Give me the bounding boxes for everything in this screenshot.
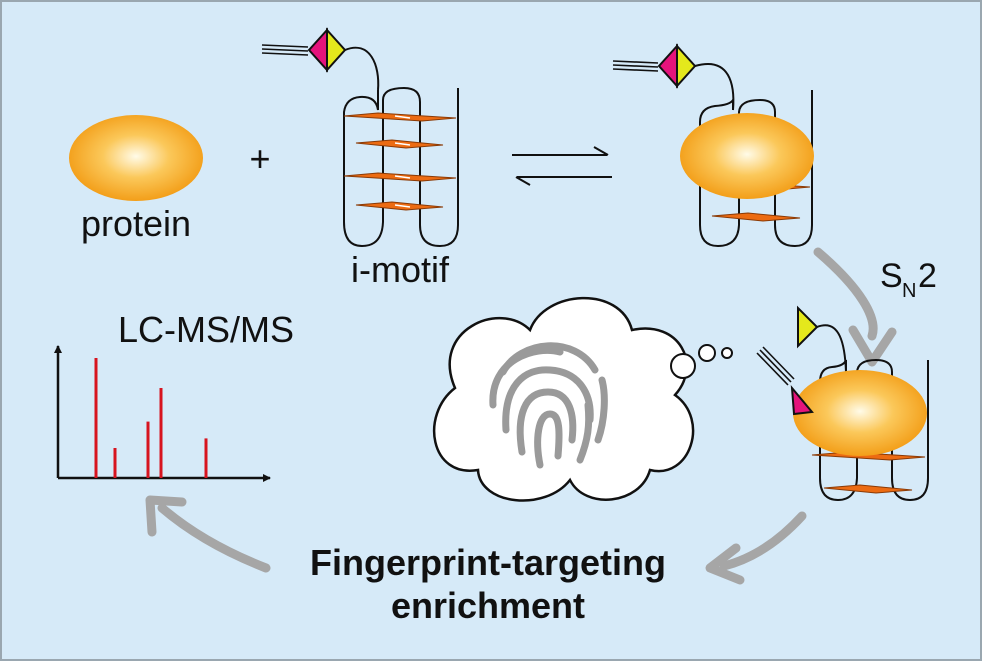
spectrum-peaks [94,358,208,478]
protein-imotif-complex [612,43,814,248]
i-motif-probe [261,27,459,248]
enrichment-arrow [705,511,807,585]
alkyne-icon [261,44,309,56]
released-yellow-tag [797,305,819,349]
protein-label: protein [81,203,191,244]
sn2-arrow [813,247,897,367]
tag-yellow-half [326,27,347,73]
svg-text:N: N [902,280,916,302]
dna-strand [382,86,459,248]
free-protein [69,115,203,201]
lcms-label: LC-MS/MS [118,309,294,350]
enrichment-title-line1: Fingerprint-targeting [310,542,666,583]
spectrum-axes [54,345,271,482]
analysis-arrow [145,495,271,573]
alkyne-icon [756,346,795,386]
alkyne-icon [612,60,659,72]
sn2-label: S N 2 [880,257,937,302]
i-motif-label: i-motif [351,249,450,290]
enrichment-title-line2: enrichment [391,585,585,626]
plus-sign: + [249,138,270,179]
attached-magenta-tag [790,384,814,416]
equilibrium-arrows [512,146,612,186]
svg-text:2: 2 [918,257,937,295]
crosslinked-protein [793,370,927,456]
crosslinked-complex [756,305,929,502]
fingerprint-icon [489,342,608,469]
svg-text:S: S [880,257,903,295]
tag-yellow-half [676,43,697,89]
bound-protein [680,113,814,199]
dna-strand [343,90,384,248]
